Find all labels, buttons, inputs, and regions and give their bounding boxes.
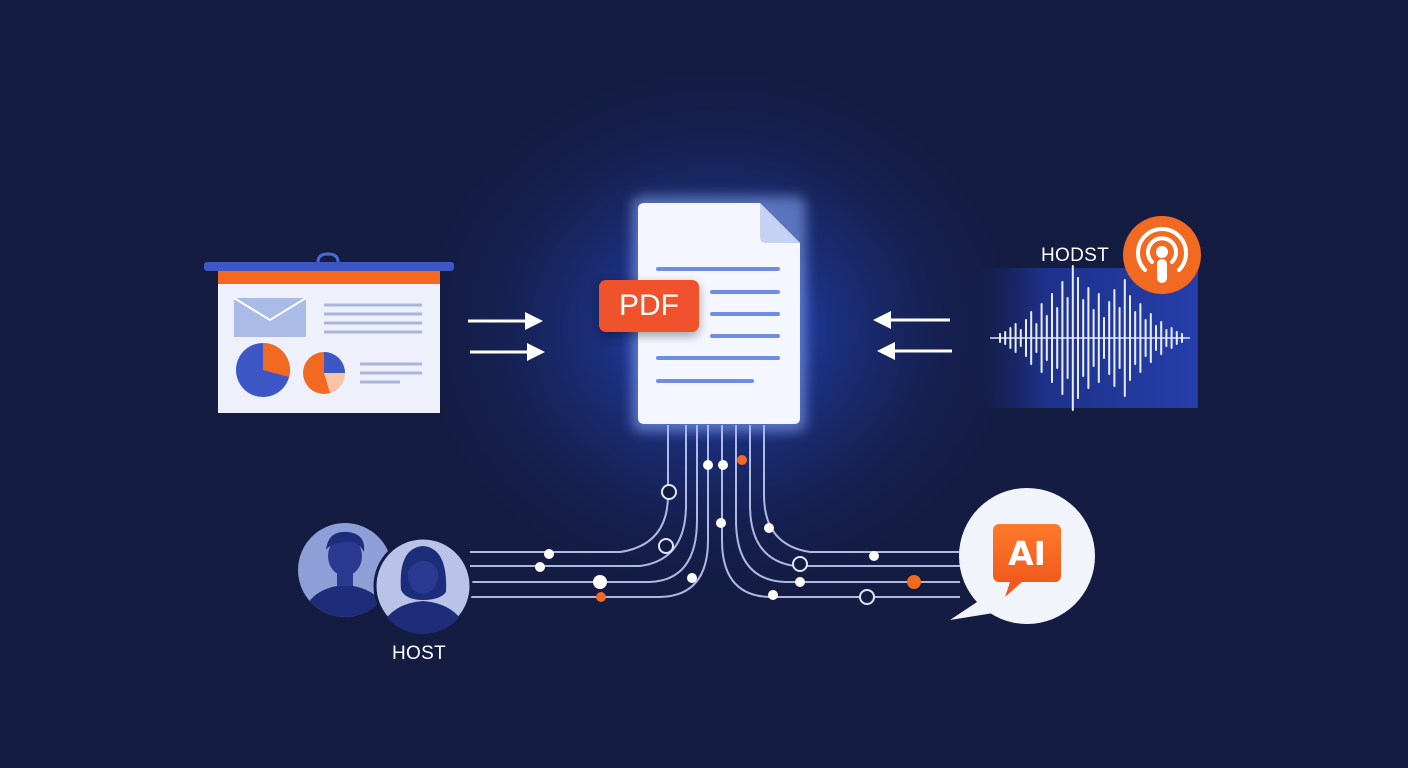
connector-lines [470, 425, 960, 598]
ai-badge: AI [993, 524, 1061, 582]
connector-nodes [535, 455, 921, 605]
podcast-icon [1123, 216, 1201, 294]
presentation-slide-icon [204, 252, 454, 413]
host-label: HOST [392, 643, 446, 664]
podcast-label: HODST [1041, 245, 1109, 266]
pdf-document-icon [632, 196, 806, 432]
arrows-from-audio [873, 311, 952, 360]
arrows-to-document [468, 312, 545, 361]
two-hosts-icon [298, 523, 473, 636]
pdf-badge: PDF [599, 280, 699, 332]
